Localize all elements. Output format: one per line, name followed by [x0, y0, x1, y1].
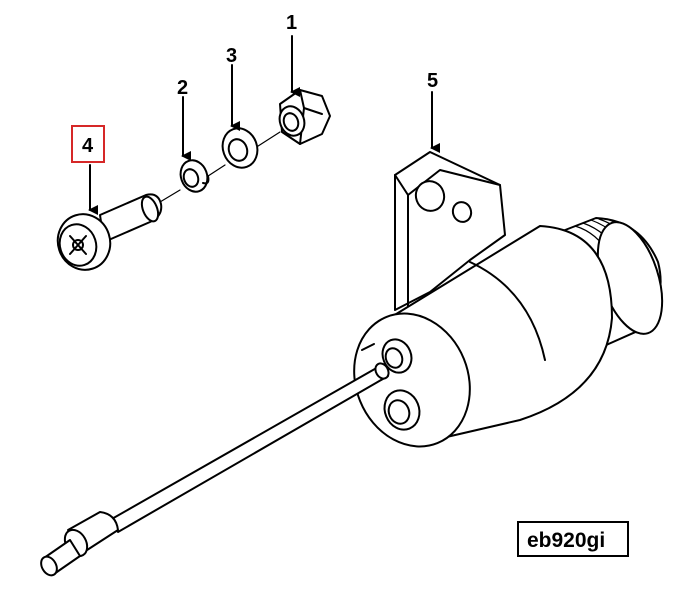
assembly-axis-line [154, 131, 281, 206]
part-5-sensor-assembly [40, 151, 664, 577]
callout-5-label: 5 [427, 70, 438, 92]
part-4-screw [56, 193, 163, 271]
callout-4-label: 4 [82, 135, 94, 157]
part-3-flat-washer [221, 127, 259, 169]
part-1-hex-nut [278, 89, 331, 145]
reference-code-box [517, 521, 629, 557]
callout-2-label: 2 [177, 77, 188, 99]
part-2-lock-washer [179, 159, 210, 193]
reference-code: eb920gi [527, 529, 605, 552]
callout-4-highlight-box [71, 125, 105, 163]
callout-1-label: 1 [286, 12, 297, 34]
callout-3-label: 3 [226, 45, 237, 67]
callout-arrows [88, 35, 440, 215]
